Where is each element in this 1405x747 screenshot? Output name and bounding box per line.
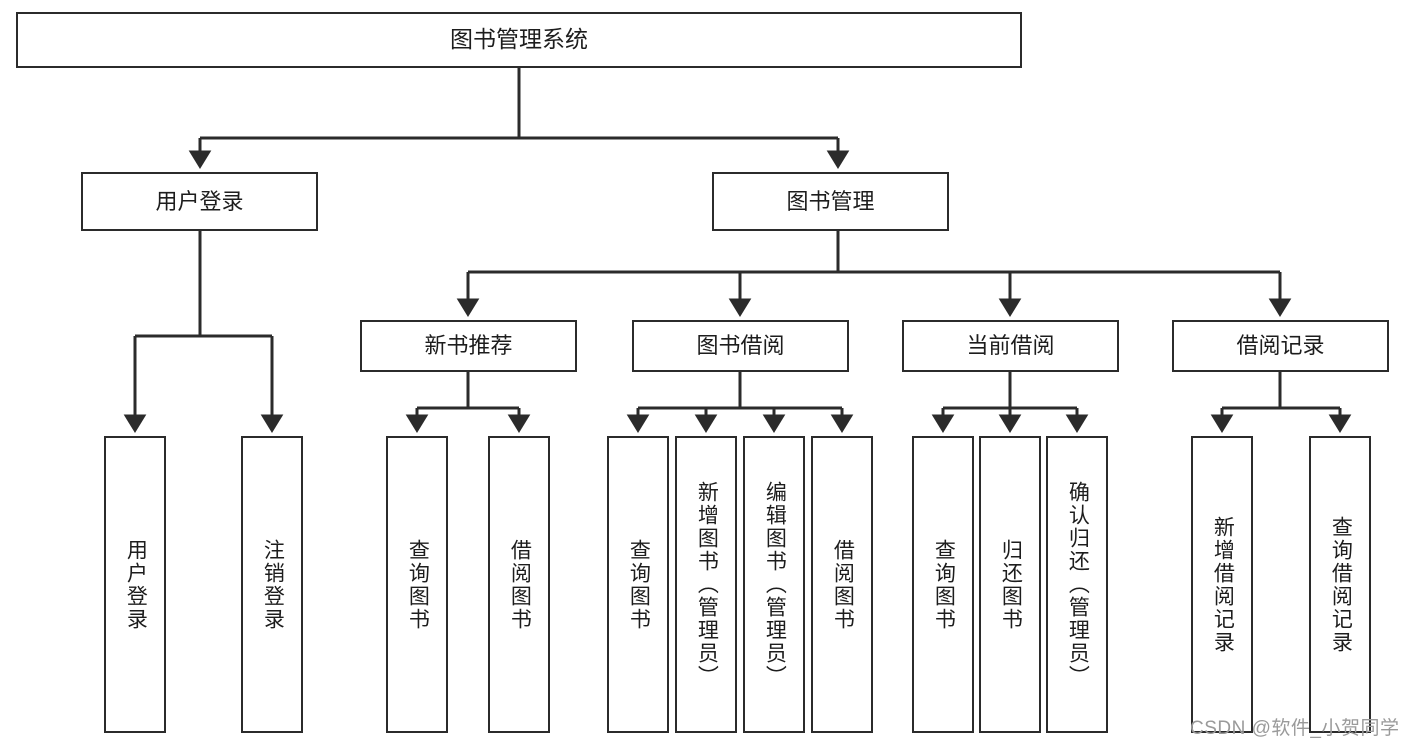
node-leaf-add-record-label: 新增借阅记录 (1211, 515, 1235, 654)
node-current-borrow-label: 当前借阅 (966, 333, 1055, 359)
node-leaf-user-login[interactable]: 用户登录 (104, 436, 166, 733)
csdn-watermark: CSDN @软件_小贺同学 (1190, 718, 1400, 739)
node-leaf-query-book-3-label: 查询图书 (932, 538, 956, 631)
node-leaf-edit-book[interactable]: 编辑图书（管理员） (743, 436, 805, 733)
node-borrow-record[interactable]: 借阅记录 (1172, 320, 1389, 372)
node-leaf-query-book-3[interactable]: 查询图书 (912, 436, 974, 733)
node-leaf-query-record-label: 查询借阅记录 (1329, 515, 1353, 654)
node-borrow-record-label: 借阅记录 (1236, 333, 1325, 359)
node-book-borrow-label: 图书借阅 (696, 333, 785, 359)
node-leaf-query-book-1-label: 查询图书 (406, 538, 430, 631)
node-book-manage[interactable]: 图书管理 (712, 172, 949, 231)
node-new-book-recommend-label: 新书推荐 (424, 333, 513, 359)
node-leaf-confirm-return-label: 确认归还（管理员） (1066, 481, 1090, 688)
node-user-login-label: 用户登录 (155, 188, 244, 214)
node-leaf-query-record[interactable]: 查询借阅记录 (1309, 436, 1371, 733)
node-user-login[interactable]: 用户登录 (81, 172, 318, 231)
node-book-borrow[interactable]: 图书借阅 (632, 320, 849, 372)
node-leaf-edit-book-label: 编辑图书（管理员） (763, 481, 787, 688)
node-leaf-add-book[interactable]: 新增图书（管理员） (675, 436, 737, 733)
node-current-borrow[interactable]: 当前借阅 (902, 320, 1119, 372)
node-new-book-recommend[interactable]: 新书推荐 (360, 320, 577, 372)
node-leaf-borrow-book-2[interactable]: 借阅图书 (811, 436, 873, 733)
node-leaf-add-book-label: 新增图书（管理员） (695, 481, 719, 688)
node-leaf-user-logout-label: 注销登录 (261, 538, 285, 631)
node-book-manage-label: 图书管理 (786, 188, 875, 214)
node-leaf-query-book-2-label: 查询图书 (627, 538, 651, 631)
node-leaf-query-book-2[interactable]: 查询图书 (607, 436, 669, 733)
node-leaf-return-book-label: 归还图书 (999, 538, 1023, 631)
node-leaf-return-book[interactable]: 归还图书 (979, 436, 1041, 733)
node-leaf-add-record[interactable]: 新增借阅记录 (1191, 436, 1253, 733)
node-leaf-user-login-label: 用户登录 (124, 538, 148, 631)
node-leaf-borrow-book-1[interactable]: 借阅图书 (488, 436, 550, 733)
node-leaf-borrow-book-1-label: 借阅图书 (508, 538, 532, 631)
node-leaf-user-logout[interactable]: 注销登录 (241, 436, 303, 733)
node-root[interactable]: 图书管理系统 (16, 12, 1022, 68)
node-leaf-confirm-return[interactable]: 确认归还（管理员） (1046, 436, 1108, 733)
node-leaf-query-book-1[interactable]: 查询图书 (386, 436, 448, 733)
node-root-label: 图书管理系统 (450, 26, 588, 53)
node-leaf-borrow-book-2-label: 借阅图书 (831, 538, 855, 631)
